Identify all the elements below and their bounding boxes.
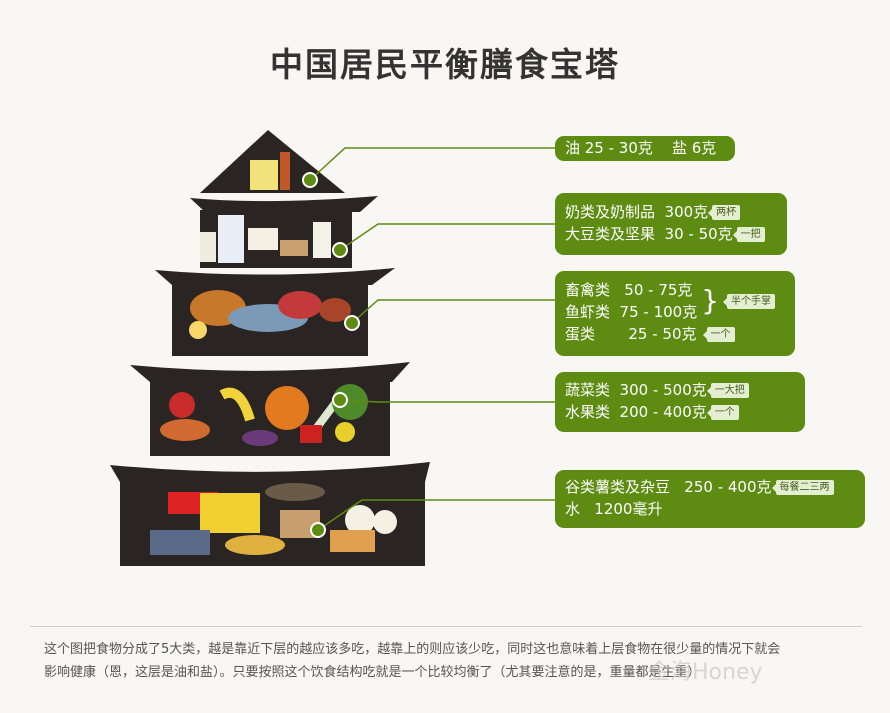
egg-tag: 一个 <box>702 326 735 342</box>
tier-4-label: 蔬菜类 300 - 500克一大把 水果类 200 - 400克一个 <box>555 372 805 432</box>
tier-1-dot <box>302 172 318 188</box>
tier-2-eaves <box>190 196 378 212</box>
fish-text: 鱼虾类 75 - 100克 <box>565 303 698 321</box>
caption-line-2: 影响健康（恩，这层是油和盐）。只要按照这个饮食结构吃就是一个比较均衡了（尤其要注… <box>44 665 701 680</box>
soy-nuts-tag: 一把 <box>732 226 765 242</box>
connector-lines <box>309 147 555 531</box>
meat-text: 畜禽类 50 - 75克 <box>565 281 693 299</box>
fruit-tag: 一个 <box>706 404 739 420</box>
divider <box>30 626 862 627</box>
tier-5-eaves <box>110 462 430 482</box>
food-illustrations <box>150 152 397 555</box>
watermark: 金海Honey <box>648 660 763 685</box>
water-text: 水 1200毫升 <box>565 500 663 518</box>
egg-text: 蛋类 25 - 50克 <box>565 325 697 343</box>
dairy-tag: 两杯 <box>708 204 741 220</box>
tier-4-eaves <box>130 362 410 382</box>
dairy-text: 奶类及奶制品 300克 <box>565 203 709 221</box>
tier-3-eaves <box>155 268 395 285</box>
caption-line-1: 这个图把食物分成了5大类，越是靠近下层的越应该多吃，越靠上的则应该少吃，同时这也… <box>44 642 781 657</box>
soy-nuts-text: 大豆类及坚果 30 - 50克 <box>565 225 733 243</box>
tier-3-label: 畜禽类 50 - 75克 鱼虾类 75 - 100克 } 半个手掌 蛋类 25 … <box>555 271 795 356</box>
tier-3-dot <box>344 315 360 331</box>
tier-2-dot <box>332 242 348 258</box>
page-title: 中国居民平衡膳食宝塔 <box>270 45 620 84</box>
tier-5-label: 谷类薯类及杂豆 250 - 400克每餐二三两 水 1200毫升 <box>555 470 865 528</box>
tier-1-label: 油 25 - 30克 盐 6克 <box>555 136 735 161</box>
fruit-text: 水果类 200 - 400克 <box>565 403 707 421</box>
meat-fish-tag: 半个手掌 <box>723 293 776 309</box>
vegetable-tag: 一大把 <box>706 382 749 398</box>
tier-2-label: 奶类及奶制品 300克两杯 大豆类及坚果 30 - 50克一把 <box>555 193 787 255</box>
food-pyramid <box>110 130 555 566</box>
caption: 这个图把食物分成了5大类，越是靠近下层的越应该多吃，越靠上的则应该少吃，同时这也… <box>44 638 864 684</box>
oil-salt-text: 油 25 - 30克 盐 6克 <box>565 139 717 157</box>
tier-4-dot <box>332 392 348 408</box>
brace-icon: } <box>701 284 720 317</box>
tier-5-dot <box>310 522 326 538</box>
grain-text: 谷类薯类及杂豆 250 - 400克 <box>565 478 772 496</box>
grain-tag: 每餐二三两 <box>771 479 834 495</box>
vegetable-text: 蔬菜类 300 - 500克 <box>565 381 707 399</box>
